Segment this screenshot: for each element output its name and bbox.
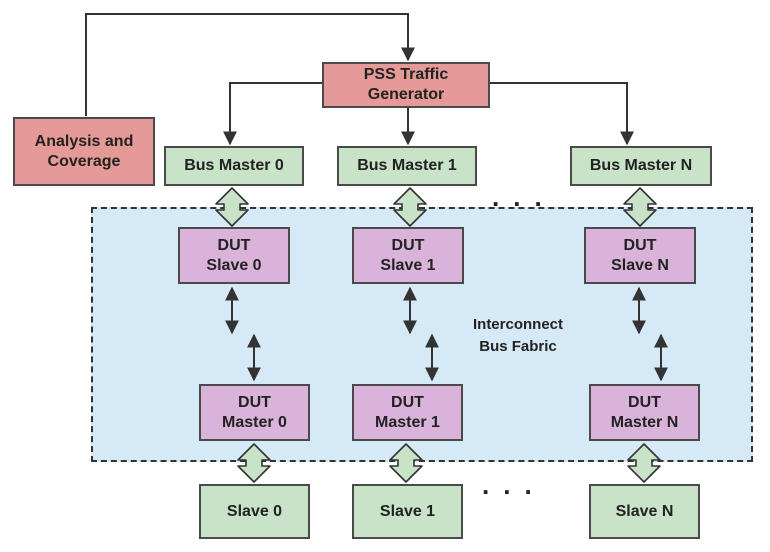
dut-slave-1-box: DUT Slave 1	[352, 227, 464, 284]
dut-slave-n-line2: Slave N	[611, 256, 669, 274]
dut-master-1-line1: DUT	[391, 393, 424, 411]
dut-master-0-box: DUT Master 0	[199, 384, 310, 441]
bus-link-master-n	[623, 187, 657, 227]
loop-connector	[85, 13, 415, 116]
dut-master-n-box: DUT Master N	[589, 384, 700, 441]
bus-master-1-box: Bus Master 1	[337, 146, 477, 186]
slave-1-label: Slave 1	[379, 502, 436, 520]
dut-slave-0-box: DUT Slave 0	[178, 227, 290, 284]
slave-1-box: Slave 1	[352, 484, 463, 539]
dut-master-1-line2: Master 1	[375, 413, 440, 431]
bus-master-0-label: Bus Master 0	[184, 157, 284, 174]
dut-master-1-box: DUT Master 1	[352, 384, 463, 441]
gen-to-bus-master-0	[223, 82, 324, 146]
interconnect-fabric-label: Interconnect Bus Fabric	[440, 314, 596, 358]
dut-master-n-line1: DUT	[628, 393, 661, 411]
bus-master-1-label: Bus Master 1	[357, 157, 457, 174]
analysis-and-coverage-line1: Analysis and	[34, 132, 134, 150]
dut-master-0-line1: DUT	[238, 393, 271, 411]
dut-slave-0-line1: DUT	[217, 236, 251, 254]
dut-slave-1-line1: DUT	[391, 236, 425, 254]
bus-link-slave-0	[237, 443, 271, 483]
bus-link-slave-n	[627, 443, 661, 483]
dut-slave-1-line2: Slave 1	[380, 256, 436, 274]
dut-slave-n-line1: DUT	[623, 236, 657, 254]
slave-0-box: Slave 0	[199, 484, 310, 539]
ellipsis-top: ...	[492, 182, 556, 212]
dut-master-0-line2: Master 0	[222, 413, 287, 431]
bus-link-master-0	[215, 187, 249, 227]
pss-traffic-generator-line2: Generator	[367, 86, 445, 103]
bus-master-0-box: Bus Master 0	[164, 146, 304, 186]
ellipsis-bottom: ...	[482, 470, 546, 500]
pss-traffic-generator-line1: PSS Traffic	[363, 66, 449, 83]
gen-to-bus-master-n	[490, 82, 634, 146]
dut-master-n-line2: Master N	[610, 413, 679, 431]
bus-master-n-label: Bus Master N	[589, 157, 693, 174]
analysis-and-coverage-box: Analysis and Coverage	[13, 117, 155, 186]
bus-link-master-1	[393, 187, 427, 227]
analysis-and-coverage-line2: Coverage	[47, 152, 121, 170]
slave-n-box: Slave N	[589, 484, 700, 539]
dut-slave-0-line2: Slave 0	[206, 256, 262, 274]
slave-0-label: Slave 0	[226, 502, 283, 520]
slave-n-label: Slave N	[615, 502, 674, 520]
fabric-label-line2: Bus Fabric	[479, 338, 557, 355]
bus-link-slave-1	[389, 443, 423, 483]
bus-master-n-box: Bus Master N	[570, 146, 712, 186]
pss-traffic-generator-box: PSS Traffic Generator	[322, 62, 490, 108]
fabric-label-line1: Interconnect	[472, 316, 563, 333]
dut-slave-n-box: DUT Slave N	[584, 227, 696, 284]
